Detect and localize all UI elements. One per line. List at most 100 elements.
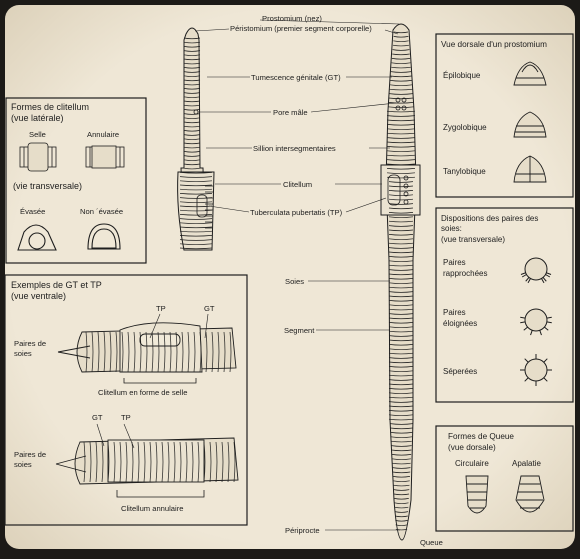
soies-disposition-box: Dispositions des paires des soies: (vue …	[435, 207, 574, 403]
segment-ring	[183, 109, 201, 111]
segment-ring	[89, 441, 92, 483]
segment-ring	[390, 436, 413, 438]
segment-ring	[179, 235, 213, 237]
segment-ring	[179, 441, 182, 483]
segment-ring	[179, 230, 213, 233]
selle-lateral-icon	[19, 142, 57, 172]
leader-lines	[194, 19, 400, 531]
segment-ring	[388, 383, 414, 386]
segment-ring	[133, 331, 136, 373]
segment-ring	[387, 106, 415, 108]
segment-ring	[388, 401, 414, 403]
segment-ring	[209, 441, 212, 483]
segment-ring	[161, 441, 164, 483]
segment-ring	[388, 238, 414, 240]
segment-ring	[91, 331, 94, 373]
paires-label-bottom-1: Paires de	[14, 450, 46, 459]
segment-ring	[388, 102, 414, 104]
prostomium-zygolobique: Zygolobique	[443, 123, 487, 132]
segment-ring	[390, 423, 413, 425]
segment-ring	[395, 520, 408, 522]
segment-ring	[393, 484, 410, 487]
segment-ring	[393, 480, 410, 482]
segment-ring	[386, 146, 416, 148]
segment-ring	[388, 234, 414, 236]
segment-ring	[183, 163, 201, 166]
zygolobique-icon	[513, 111, 547, 138]
segment-ring	[179, 188, 213, 191]
segment-ring	[386, 168, 416, 170]
label-periprocte: Périprocte	[285, 526, 320, 535]
segment-ring	[183, 46, 201, 48]
segment-ring	[392, 458, 411, 460]
segment-ring	[115, 331, 118, 373]
segment-ring	[388, 379, 414, 381]
segment-ring	[229, 331, 232, 373]
segment-ring	[388, 374, 414, 377]
segment-ring	[388, 260, 414, 262]
segment-ring	[191, 441, 194, 483]
label-queue: Queue	[420, 538, 443, 547]
gt-box-subtitle: (vue ventrale)	[11, 291, 66, 301]
segment-ring	[183, 83, 201, 86]
segment-ring	[388, 207, 414, 210]
queue-box-title-2: (vue dorsale)	[448, 443, 496, 452]
prostomium-box-title: Vue dorsale d'un prostomium	[441, 40, 547, 49]
segment-ring	[183, 79, 201, 82]
segment-ring	[175, 331, 178, 373]
segment-ring	[388, 216, 414, 218]
segment-ring	[183, 92, 201, 94]
segment-ring	[388, 418, 414, 421]
tp-label-bottom: TP	[121, 413, 131, 422]
segment-ring	[390, 80, 412, 82]
segment-ring	[388, 264, 414, 267]
clitellum-left-detail	[193, 109, 213, 229]
segment-ring	[211, 331, 214, 373]
segment-ring	[388, 203, 414, 205]
segment-ring	[392, 467, 411, 469]
rapprochees-label-1: Paires	[443, 258, 466, 267]
segment-ring	[95, 441, 98, 483]
segment-ring	[394, 502, 409, 504]
segment-ring	[388, 366, 414, 368]
segment-ring	[388, 370, 414, 372]
segment-ring	[389, 93, 413, 95]
segment-ring	[393, 40, 409, 42]
segment-ring	[388, 322, 414, 324]
segment-ring	[183, 138, 201, 140]
segment-ring	[386, 141, 416, 144]
segment-ring	[388, 220, 414, 223]
prostomium-epilobique: Épilobique	[443, 71, 481, 80]
segment-ring	[183, 167, 201, 170]
segment-ring	[113, 441, 116, 483]
segment-ring	[151, 331, 154, 373]
caption-annulaire: Clitellum annulaire	[121, 504, 183, 513]
segment-ring	[386, 176, 416, 179]
segment-ring	[167, 441, 170, 483]
tail-flattened-icon	[515, 475, 545, 513]
paper-background	[5, 5, 575, 549]
segment-ring	[395, 528, 408, 531]
segment-ring	[181, 331, 184, 373]
annulaire-lateral-icon	[85, 145, 125, 169]
segment-ring	[388, 357, 414, 359]
gt-label-bottom: GT	[92, 413, 103, 422]
segment-ring	[388, 335, 414, 337]
segment-ring	[388, 300, 414, 302]
tp-label-top: TP	[156, 304, 166, 313]
segment-ring	[388, 304, 414, 306]
segment-ring	[179, 226, 213, 229]
segment-ring	[394, 511, 409, 513]
segment-ring	[388, 269, 414, 271]
segment-ring	[388, 339, 414, 342]
segment-ring	[143, 441, 146, 483]
segment-ring	[388, 396, 414, 399]
segment-ring	[390, 75, 412, 78]
segment-ring	[388, 97, 414, 100]
segment-ring	[388, 194, 414, 196]
tanylobique-icon	[513, 155, 547, 183]
segment-ring	[389, 88, 413, 91]
separees-label: Séperées	[443, 367, 477, 376]
